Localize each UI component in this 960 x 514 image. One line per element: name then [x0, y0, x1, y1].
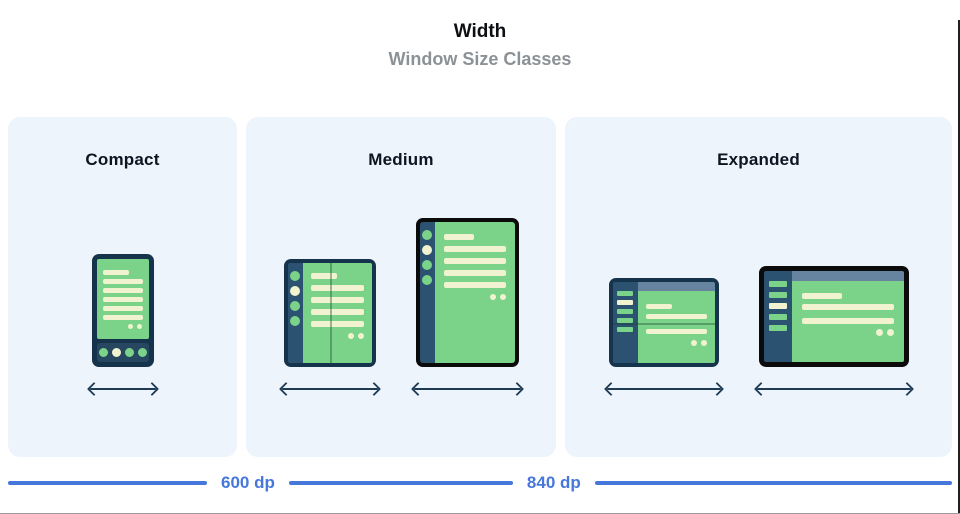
nav-bar — [617, 309, 633, 314]
nav-bar — [768, 314, 787, 320]
window-edge — [958, 20, 960, 514]
nav-bar — [768, 325, 787, 331]
phone-portrait-illustration — [91, 254, 154, 367]
breakpoint-ruler: 600 dp 840 dp — [0, 472, 960, 494]
width-arrow — [605, 382, 723, 396]
panel-compact-title: Compact — [85, 150, 160, 169]
nav-dot — [124, 348, 134, 357]
content-line — [310, 285, 364, 291]
panel-medium-devices — [246, 218, 556, 396]
content-dots — [444, 294, 506, 300]
fold-crease — [329, 263, 332, 363]
device-screen — [434, 222, 515, 363]
nav-bar — [768, 281, 787, 287]
width-arrow — [412, 382, 523, 396]
device-column — [606, 278, 721, 396]
rail-dot — [290, 286, 300, 296]
content-line — [310, 297, 364, 303]
size-class-panels: Compact — [8, 117, 952, 457]
rail-dot — [290, 316, 300, 326]
content-dots — [311, 333, 364, 339]
nav-bar — [768, 303, 787, 309]
content-line — [443, 282, 506, 288]
panel-expanded: Expanded — [565, 117, 952, 457]
content-line — [102, 315, 143, 320]
device-screen — [791, 281, 904, 362]
breakpoint-600dp-label: 600 dp — [221, 473, 275, 492]
rail-dot — [422, 230, 432, 240]
content-line — [801, 293, 842, 299]
device-column — [756, 266, 911, 396]
nav-bar — [617, 318, 633, 323]
phone-navbar — [96, 343, 149, 362]
content-line — [102, 279, 143, 284]
rail-dot — [290, 271, 300, 281]
nav-bar — [617, 291, 633, 296]
nav-dot — [111, 348, 121, 357]
content-line — [310, 273, 337, 279]
content-line — [310, 321, 364, 327]
content-line — [645, 314, 707, 319]
foldable-landscape-illustration — [608, 278, 719, 367]
content-line — [645, 329, 707, 334]
panel-compact: Compact — [8, 117, 237, 457]
content-line — [443, 270, 506, 276]
panel-expanded-title: Expanded — [717, 150, 800, 169]
device-column — [281, 259, 378, 396]
device-column — [413, 218, 521, 396]
content-line — [443, 258, 506, 264]
rail-dot — [290, 301, 300, 311]
nav-rail — [287, 263, 303, 363]
panel-compact-devices — [8, 254, 237, 396]
content-line — [801, 304, 894, 310]
laptop-landscape-illustration — [758, 266, 909, 367]
fold-crease — [612, 322, 715, 325]
content-line — [102, 297, 143, 302]
nav-rail — [419, 222, 435, 363]
device-screen — [302, 263, 372, 363]
phone-screen — [96, 259, 149, 339]
width-arrow — [280, 382, 380, 396]
device-screen — [637, 291, 715, 363]
content-line — [102, 306, 143, 311]
top-app-bar — [791, 271, 904, 281]
content-line — [645, 304, 672, 309]
content-line — [310, 309, 364, 315]
page-subtitle: Window Size Classes — [388, 48, 572, 69]
ruler-line — [594, 481, 952, 485]
page-title: Width — [453, 21, 507, 42]
nav-bar — [617, 327, 633, 332]
tablet-portrait-illustration — [415, 218, 519, 367]
rail-dot — [422, 275, 432, 285]
content-line — [102, 288, 143, 293]
content-dots — [103, 324, 142, 329]
panel-medium-title: Medium — [368, 150, 434, 169]
side-nav — [763, 271, 792, 362]
nav-bar — [768, 292, 787, 298]
ruler-line — [288, 481, 513, 485]
rail-dot — [422, 245, 432, 255]
content-line — [102, 270, 129, 275]
side-nav — [612, 282, 638, 363]
content-line — [443, 246, 506, 252]
content-dots — [802, 329, 894, 336]
device-column — [89, 254, 156, 396]
nav-dot — [98, 348, 108, 357]
content-line — [443, 234, 474, 240]
content-line — [801, 318, 894, 324]
ruler-line — [8, 481, 207, 485]
nav-dot — [137, 348, 147, 357]
width-arrow — [88, 382, 158, 396]
panel-expanded-devices — [565, 266, 952, 396]
width-arrow — [755, 382, 913, 396]
top-app-bar — [637, 282, 715, 291]
breakpoint-840dp-label: 840 dp — [526, 473, 581, 492]
page-header: Width Window Size Classes — [0, 20, 960, 70]
rail-dot — [422, 260, 432, 270]
nav-bar — [617, 300, 633, 305]
panel-medium: Medium — [246, 117, 556, 457]
foldable-portrait-illustration — [283, 259, 376, 367]
content-dots — [646, 340, 707, 346]
